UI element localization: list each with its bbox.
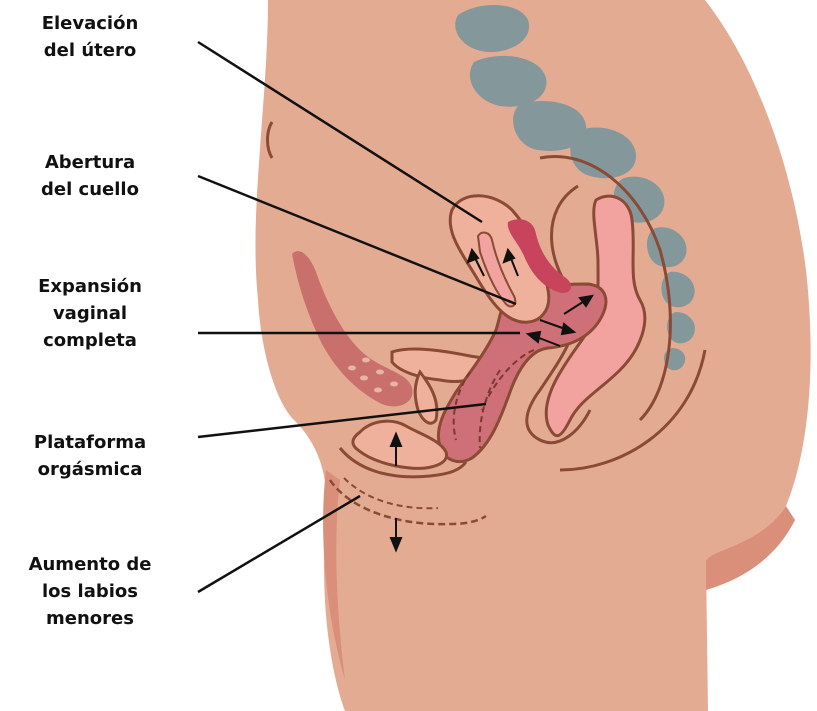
label-vaginal-expansion: Expansión vaginal completa: [0, 273, 180, 354]
label-uterus-elevation: Elevación del útero: [0, 10, 180, 64]
label-cervix-opening: Abertura del cuello: [0, 149, 180, 203]
label-labia-minora: Aumento de los labios menores: [0, 551, 180, 632]
label-orgasmic-platform: Plataforma orgásmica: [0, 429, 180, 483]
